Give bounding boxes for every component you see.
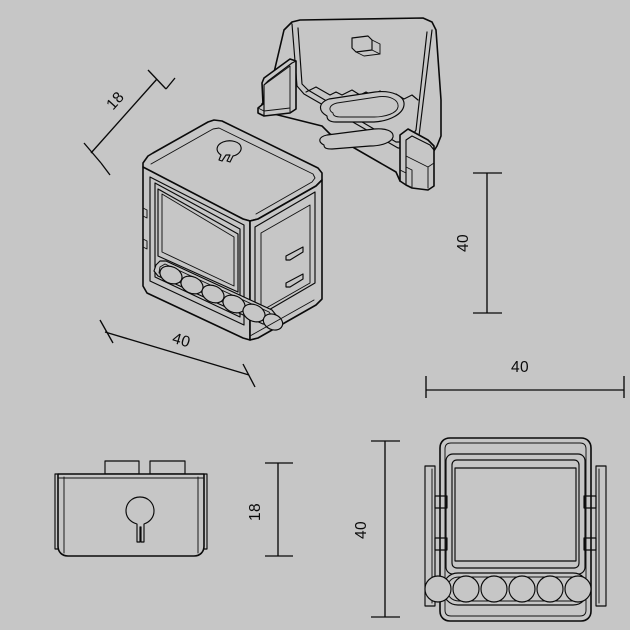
bracket-slot-small — [319, 128, 394, 150]
dimension-front-height: 40 — [353, 440, 400, 618]
keyhole-icon-side — [125, 496, 155, 543]
dimension-label-front-height: 40 — [353, 521, 370, 539]
side-elevation-view — [54, 460, 208, 557]
dimension-front-width: 40 — [425, 359, 625, 398]
dimension-label-front-width: 40 — [511, 359, 529, 376]
module-side-clips-iso — [285, 246, 304, 288]
dimension-label-bracket-height: 40 — [455, 234, 472, 252]
module-buttons-iso — [159, 265, 284, 331]
module-body — [142, 119, 323, 341]
dimension-iso-width: 40 — [99, 319, 256, 388]
front-elevation-view — [424, 437, 607, 622]
bracket-slot-large — [319, 91, 405, 123]
keyhole-icon-iso — [216, 140, 242, 163]
module-buttons-front — [424, 575, 592, 603]
dimension-side-height: 18 — [247, 462, 293, 557]
dimension-bracket-height: 40 — [455, 172, 502, 314]
dimension-label-iso-width: 40 — [170, 330, 192, 351]
dimension-label-side-height: 18 — [247, 503, 264, 521]
front-side-clips — [434, 495, 597, 551]
mounting-bracket-view — [257, 17, 442, 191]
dimension-label-iso-depth: 18 — [103, 89, 128, 114]
